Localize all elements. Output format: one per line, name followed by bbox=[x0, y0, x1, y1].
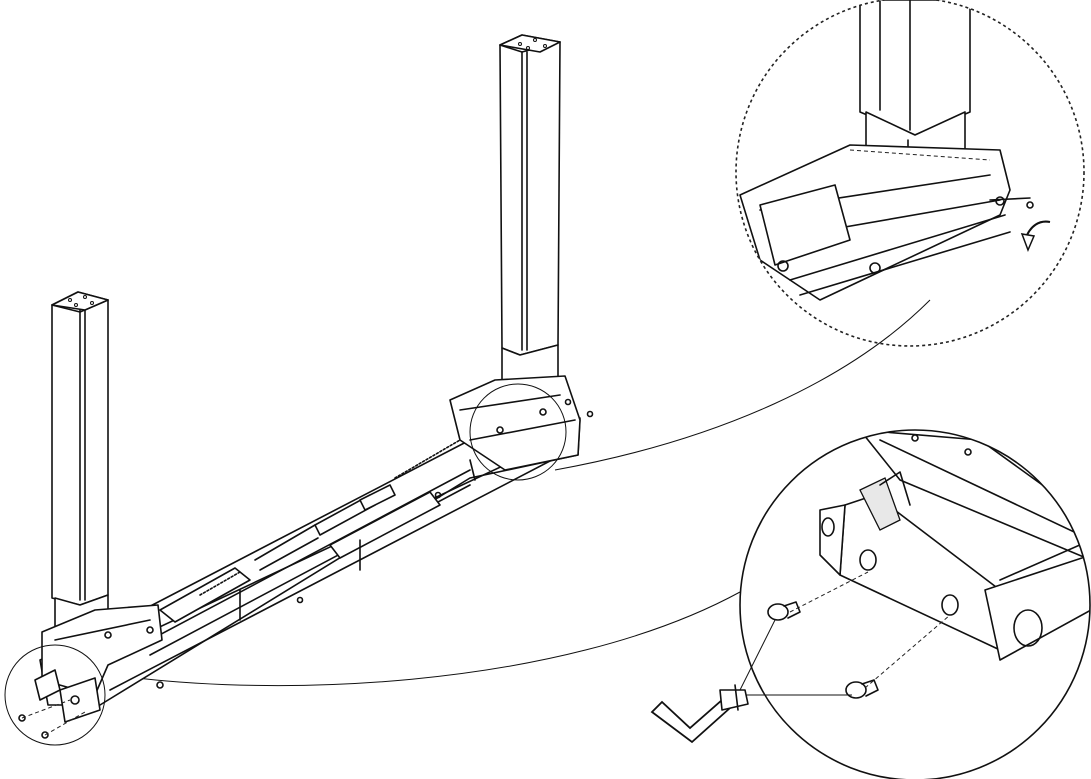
hex-screw-1 bbox=[767, 601, 801, 621]
detail-top-right bbox=[735, 0, 1085, 347]
left-leg-column bbox=[41, 291, 163, 696]
screws-main bbox=[564, 398, 594, 418]
callout-leader-lines bbox=[94, 299, 931, 687]
detail-bottom-right bbox=[650, 429, 1091, 779]
right-leg-column bbox=[449, 34, 581, 471]
allen-key-icon bbox=[650, 684, 749, 744]
clockwise-arrow-icon bbox=[1020, 220, 1051, 253]
hex-screw-2 bbox=[845, 679, 879, 699]
highlight-circle-left bbox=[4, 644, 106, 746]
crossbar-frame bbox=[39, 417, 581, 706]
highlight-circle-right bbox=[469, 383, 567, 481]
